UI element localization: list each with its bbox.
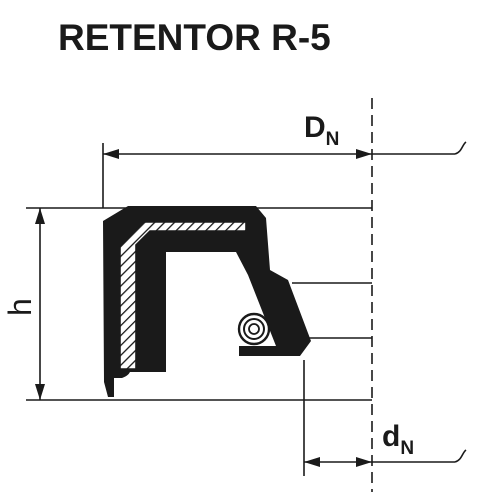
inner-diameter-label: dN: [382, 420, 414, 459]
inner-diameter-dimension: dN: [303, 360, 467, 476]
outer-diameter-label: DN: [304, 111, 339, 150]
outer-diameter-dimension: DN: [102, 111, 467, 208]
inner-diameter-subscript: N: [400, 438, 414, 459]
outer-diameter-arrow-right: [356, 149, 372, 159]
outer-diameter-arrow-left: [103, 149, 119, 159]
outer-diameter-break-mark: [454, 141, 467, 155]
height-arrow-top: [35, 208, 45, 224]
seal-rubber-body: [103, 206, 311, 397]
inner-diameter-break-mark: [454, 449, 467, 463]
outer-diameter-subscript: N: [326, 129, 340, 150]
inner-diameter-letter: d: [382, 420, 400, 453]
garter-spring-icon: [237, 312, 271, 346]
inner-diameter-arrow-right: [356, 457, 372, 467]
inner-diameter-arrow-left: [304, 457, 320, 467]
height-arrow-bottom: [35, 384, 45, 400]
outer-diameter-letter: D: [304, 111, 326, 144]
metal-insert-case: [119, 221, 247, 370]
height-label: h: [2, 298, 38, 316]
drawing-title: RETENTOR R-5: [58, 17, 331, 58]
